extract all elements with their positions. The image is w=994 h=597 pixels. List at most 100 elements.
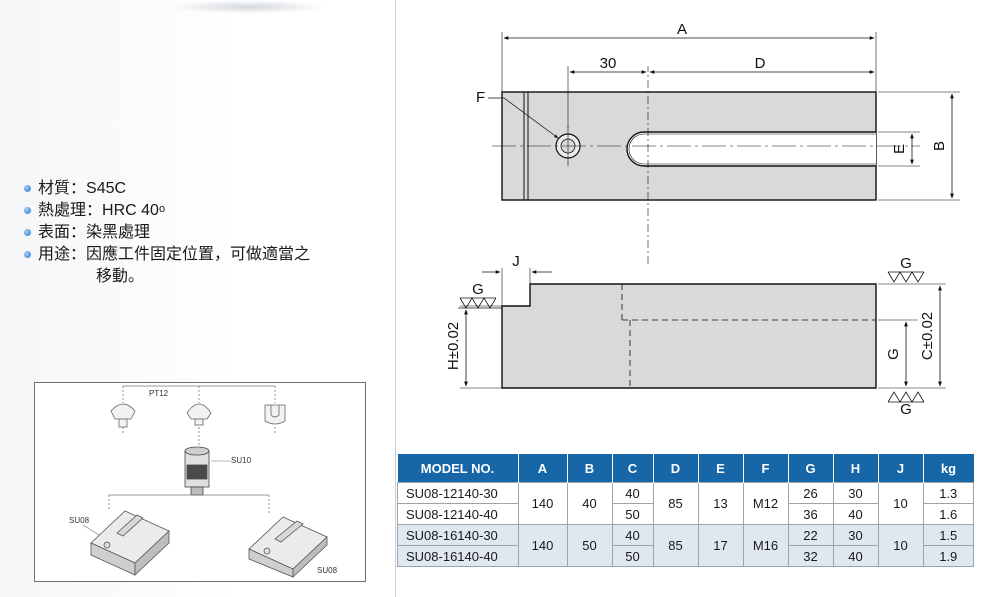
spec-material: 材質：S45C [24, 178, 384, 200]
table-row: SU08-16140-40 50 32 40 1.9 [397, 545, 974, 567]
cell-j: 10 [877, 482, 924, 525]
cell-j: 10 [877, 524, 924, 567]
header-f: F [743, 454, 789, 483]
header-d: D [653, 454, 699, 483]
spec-value: HRC 40 [102, 202, 159, 219]
spec-heat-treatment: 熱處理：HRC 40o [24, 200, 384, 222]
cell-c: 40 [611, 482, 654, 504]
cell-kg: 1.9 [922, 545, 974, 567]
bullet-icon [24, 229, 31, 236]
cell-b: 50 [566, 524, 613, 567]
dim-label-d: D [755, 55, 766, 72]
dim-label-g: G [885, 348, 902, 360]
header-b: B [567, 454, 613, 483]
cell-model: SU08-16140-40 [397, 545, 519, 567]
table-row: SU08-16140-30 140 50 40 85 17 M16 22 30 … [397, 524, 974, 567]
dim-label-a: A [677, 21, 687, 38]
technical-drawing: A 30 D F E B J [400, 0, 994, 440]
assembly-svg: PT12 SU10 [69, 385, 338, 578]
cell-d: 85 [652, 482, 699, 525]
pt12-part-left [110, 403, 136, 428]
panel-divider [395, 0, 396, 597]
cell-model: SU08-16140-30 [397, 524, 519, 546]
side-view-body [501, 283, 877, 389]
drawing-svg: A 30 D F E B J [445, 21, 960, 418]
spec-value: 染黑處理 [86, 224, 151, 241]
spec-separator: ： [70, 224, 87, 241]
dim-label-b: B [931, 141, 948, 151]
cell-h: 30 [832, 482, 879, 504]
cell-g: 32 [787, 545, 834, 567]
top-view [492, 91, 920, 201]
label-pt12: PT12 [149, 389, 169, 398]
cell-model: SU08-12140-30 [397, 482, 519, 504]
surface-finish-symbol-bottom [878, 387, 946, 403]
cell-g: 22 [787, 524, 834, 546]
spec-key: 用途 [38, 246, 71, 263]
header-c: C [612, 454, 654, 483]
bullet-icon [24, 251, 31, 258]
finish-label-g-bottom: G [900, 401, 912, 418]
header-j: J [878, 454, 924, 483]
table-row: SU08-12140-40 50 36 40 1.6 [397, 503, 974, 525]
cell-kg: 1.5 [922, 524, 974, 546]
spec-separator: ： [70, 180, 87, 197]
cell-h: 30 [832, 524, 879, 546]
cell-f: M16 [742, 524, 789, 567]
spec-separator: ： [86, 202, 103, 219]
su10-part [184, 446, 210, 496]
spec-value: 因應工件固定位置，可做適當之 [86, 246, 311, 263]
spec-key: 材質 [38, 180, 71, 197]
cell-h: 40 [832, 545, 879, 567]
pt12-part-middle [186, 403, 212, 426]
side-view [501, 283, 877, 389]
dim-label-c: C±0.02 [919, 312, 936, 360]
spec-usage: 用途：因應工件固定位置，可做適當之 [24, 244, 384, 266]
cell-e: 13 [697, 482, 744, 525]
spec-surface: 表面：染黑處理 [24, 222, 384, 244]
dim-label-h: H±0.02 [445, 322, 462, 370]
spec-key: 熱處理 [38, 202, 87, 219]
cell-a: 140 [517, 524, 568, 567]
table-row: SU08-12140-30 140 40 40 85 13 M12 26 30 … [397, 482, 974, 525]
dim-label-f: F [476, 89, 485, 106]
dim-label-30: 30 [600, 55, 617, 72]
dim-label-j: J [512, 253, 520, 270]
label-su08-left: SU08 [69, 516, 90, 525]
spec-separator: ： [70, 246, 87, 263]
spec-list: 材質：S45C 熱處理：HRC 40o 表面：染黑處理 用途：因應工件固定位置，… [24, 178, 384, 288]
label-su08-right: SU08 [317, 566, 338, 575]
bullet-icon [24, 207, 31, 214]
cell-model: SU08-12140-40 [397, 503, 519, 525]
dim-label-e: E [891, 144, 908, 154]
cell-c: 50 [611, 545, 654, 567]
cell-e: 17 [697, 524, 744, 567]
su08-part-left [90, 510, 170, 576]
surface-finish-symbol-top [878, 271, 946, 285]
cell-d: 85 [652, 524, 699, 567]
cell-g: 36 [787, 503, 834, 525]
leader-f [488, 97, 559, 139]
su08-part-right [248, 516, 328, 578]
finish-label-g-top: G [900, 255, 912, 272]
bullet-icon [24, 185, 31, 192]
header-g: G [788, 454, 834, 483]
spec-key: 表面 [38, 224, 71, 241]
cell-kg: 1.6 [922, 503, 974, 525]
header-kg: kg [923, 454, 974, 483]
decorative-glow [168, 0, 328, 14]
cell-h: 40 [832, 503, 879, 525]
spec-value: S45C [86, 180, 127, 197]
finish-label-g-left: G [472, 281, 484, 298]
pt12-part-right [264, 404, 286, 425]
cell-f: M12 [742, 482, 789, 525]
cell-c: 50 [611, 503, 654, 525]
label-su10: SU10 [231, 456, 252, 465]
cell-kg: 1.3 [922, 482, 974, 504]
assembly-illustration: PT12 SU10 [34, 382, 366, 582]
spec-usage-continued: 移動。 [96, 268, 145, 285]
surface-finish-symbol-left [458, 297, 502, 309]
header-e: E [698, 454, 744, 483]
table-header-row: MODEL NO. A B C D E F G H J kg [397, 454, 974, 483]
leader-line [82, 524, 100, 536]
